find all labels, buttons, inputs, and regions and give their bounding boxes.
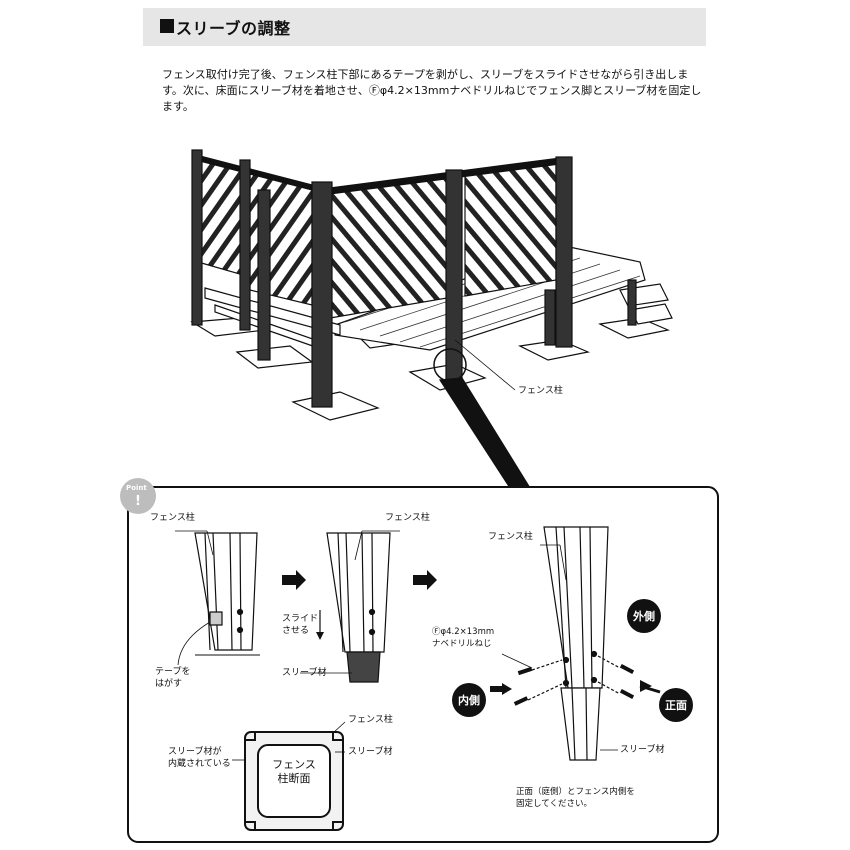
post-cross-section bbox=[244, 731, 344, 831]
page-title: スリーブの調整 bbox=[176, 19, 291, 38]
deck-fence-overview bbox=[190, 149, 673, 489]
point-exclamation-icon: ! bbox=[135, 494, 141, 509]
step1-post-label: フェンス柱 bbox=[150, 513, 195, 523]
front-side-badge: 正面 bbox=[659, 688, 693, 722]
deck-leg bbox=[544, 289, 556, 346]
step2-post-label: フェンス柱 bbox=[385, 513, 430, 523]
step2-sleeve-label: スリーブ材 bbox=[282, 668, 327, 678]
deck-leg bbox=[627, 279, 637, 326]
base-pad bbox=[291, 391, 380, 421]
step3-screw-label: Ⓕφ4.2×13mm ナベドリルねじ bbox=[432, 627, 495, 649]
callout-pointer bbox=[438, 377, 532, 489]
fence-post bbox=[191, 149, 203, 326]
step3-post-label: フェンス柱 bbox=[488, 532, 533, 542]
step3-sleeve-label: スリーブ材 bbox=[620, 745, 665, 755]
screw-guides bbox=[527, 655, 621, 701]
point-badge-text: Point bbox=[126, 484, 147, 492]
outer-side-badge: 外側 bbox=[627, 599, 661, 633]
point-badge bbox=[120, 478, 156, 514]
fence-post bbox=[257, 189, 271, 361]
step1-tape-label: テープを はがす bbox=[155, 667, 191, 689]
base-pad bbox=[598, 317, 671, 339]
step2-slide-label: スライド させる bbox=[282, 614, 319, 636]
fence-post bbox=[311, 181, 333, 408]
section-header bbox=[143, 8, 706, 46]
intro-paragraph: フェンス取付け完了後、フェンス柱下部にあるテープを剥がし、スリーブをスライドさせ… bbox=[162, 68, 702, 113]
section-sleeve-label: スリーブ材 bbox=[348, 747, 393, 757]
next-arrow bbox=[413, 570, 437, 590]
overview-post-label: フェンス柱 bbox=[518, 386, 563, 396]
section-built-in-label: スリーブ材が 内蔵されている bbox=[168, 747, 231, 769]
step3-post bbox=[543, 526, 609, 761]
step1-post bbox=[194, 532, 258, 651]
step2-post bbox=[326, 532, 391, 683]
fence-post bbox=[239, 159, 251, 331]
fence-post bbox=[555, 156, 573, 348]
step3-note: 正面（庭側）とフェンス内側を 固定してください。 bbox=[516, 787, 635, 809]
screw-icons bbox=[513, 663, 635, 706]
section-post-label: フェンス柱 bbox=[348, 715, 393, 725]
inner-side-badge: 内側 bbox=[452, 683, 486, 717]
next-arrow bbox=[282, 570, 306, 590]
base-pad bbox=[235, 345, 314, 369]
section-center-label: フェンス 柱断面 bbox=[272, 758, 316, 785]
header-square-bullet bbox=[160, 19, 174, 33]
